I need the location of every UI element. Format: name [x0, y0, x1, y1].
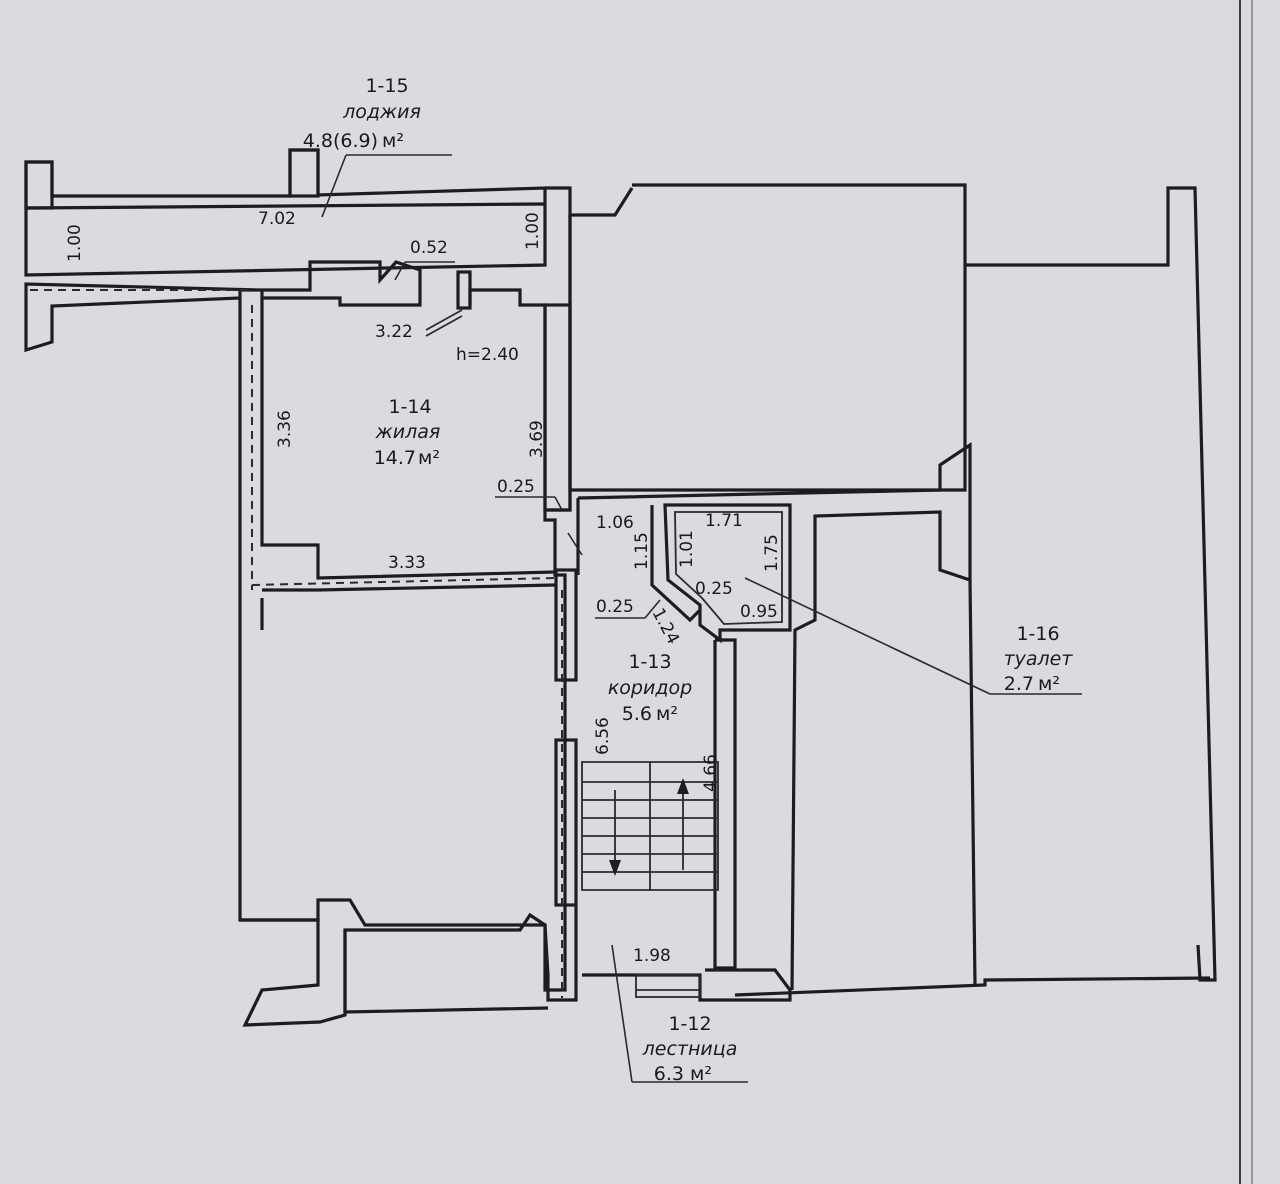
room-label-corridor: 1-13 коридор 5.6 м² — [608, 651, 692, 725]
stair-box — [581, 761, 719, 891]
leader-lines — [321, 154, 1082, 1083]
dim-corridor-top: 1.06 — [596, 513, 634, 533]
room-id: 1-12 — [668, 1013, 711, 1035]
far-right-partition — [968, 579, 977, 986]
loggia-pillar-right — [288, 148, 320, 198]
dim-room-depth: 3.36 — [275, 410, 295, 448]
room-area: 2.7 — [1004, 673, 1034, 695]
living-room-bottom — [260, 298, 556, 580]
dim-room-width: 3.33 — [388, 553, 426, 573]
dim-corridor-length: 6.56 — [593, 717, 613, 755]
dim-corridor-side: 1.15 — [632, 532, 652, 570]
dim-toilet-door: 0.95 — [740, 602, 778, 622]
window-sill-a — [425, 309, 463, 331]
dim-loggia-width-left: 1.00 — [65, 224, 85, 262]
dashed-bottom-partition — [251, 577, 556, 586]
dim-window-wall: 3.22 — [375, 322, 413, 342]
dim-toilet-depth: 1.75 — [762, 534, 782, 572]
dim-wall-a: 0.25 — [497, 477, 535, 497]
room-id: 1-15 — [365, 75, 408, 97]
dim-niche: 0.52 — [410, 238, 448, 258]
window-sill-b — [425, 315, 463, 337]
stair-wall-right — [713, 638, 737, 970]
toilet-inner — [674, 511, 783, 625]
room-unit: м² — [1038, 673, 1060, 695]
partition-lower-edge — [262, 583, 556, 592]
walls — [24, 148, 1217, 1027]
far-right-bottom — [734, 976, 1211, 997]
room-id: 1-14 — [388, 396, 431, 418]
room-label-stair: 1-12 лестница 6.3 м² — [642, 1013, 738, 1085]
corridor-right-walls — [577, 442, 972, 991]
leader-loggia — [321, 154, 347, 218]
room-name: жилая — [375, 421, 441, 443]
room-area: 4.8(6.9) — [303, 130, 378, 152]
leader-corridor-top — [567, 532, 583, 556]
room-name: лестница — [642, 1038, 738, 1060]
dim-room-right: 3.69 — [527, 420, 547, 458]
neighbour-room-top — [568, 183, 967, 492]
dim-wall-b: 0.25 — [596, 597, 634, 617]
dim-loggia-length: 7.02 — [258, 209, 296, 229]
lower-left-exterior — [240, 912, 546, 1027]
room-unit: м² — [418, 447, 440, 469]
room-unit: м² — [656, 703, 678, 725]
stair-bottom-left — [543, 905, 578, 1002]
leader-wall-b — [644, 599, 661, 619]
room-unit: м² — [382, 130, 404, 152]
living-room-walls — [238, 288, 567, 992]
dim-loggia-width-right: 1.00 — [523, 212, 543, 250]
leader-toilet — [744, 577, 991, 695]
room-name: лоджия — [342, 101, 421, 123]
room-unit: м² — [690, 1063, 712, 1085]
stair-arrow-down-icon — [609, 860, 621, 876]
dim-stair-length: 4.66 — [701, 754, 721, 792]
room-id: 1-16 — [1016, 623, 1059, 645]
dim-toilet-inner: 1.01 — [677, 530, 697, 568]
niche-wall — [24, 260, 422, 353]
leader-stair — [611, 944, 633, 1083]
room-id: 1-13 — [628, 651, 671, 673]
far-right-walls — [965, 186, 1217, 982]
entrance-door — [635, 974, 701, 998]
room-area: 5.6 — [622, 703, 652, 725]
corridor-pillar — [554, 568, 578, 682]
room-area: 6.3 — [654, 1063, 684, 1085]
loggia-pillar-left — [24, 160, 54, 210]
room-label-living: 1-14 жилая 14.7 м² — [374, 396, 441, 469]
room-name: коридор — [608, 677, 692, 699]
room-area: 14.7 — [374, 447, 416, 469]
dim-stair-width: 1.98 — [633, 946, 671, 966]
dimension-labels: 7.02 1.00 1.00 0.52 3.22 3.36 3.69 3.33 … — [65, 209, 782, 966]
dim-toilet-width: 1.71 — [705, 511, 743, 531]
stair-wall-left — [554, 738, 578, 907]
dim-toilet-wall: 0.25 — [695, 579, 733, 599]
room-label-loggia: 1-15 лоджия 4.8(6.9) м² — [303, 75, 421, 152]
window-frame — [456, 270, 472, 310]
toilet-door-jamb — [650, 505, 702, 623]
room-label-toilet: 1-16 туалет 2.7 м² — [1004, 623, 1074, 695]
leader-wall-a — [554, 496, 563, 511]
leader-niche — [394, 261, 406, 281]
room-name: туалет — [1004, 648, 1074, 670]
lower-exterior-wall — [343, 930, 549, 1014]
loggia-inner-wall — [25, 202, 546, 210]
stair-arrow-up-icon — [677, 778, 689, 794]
ceiling-height: h=2.40 — [456, 345, 519, 365]
